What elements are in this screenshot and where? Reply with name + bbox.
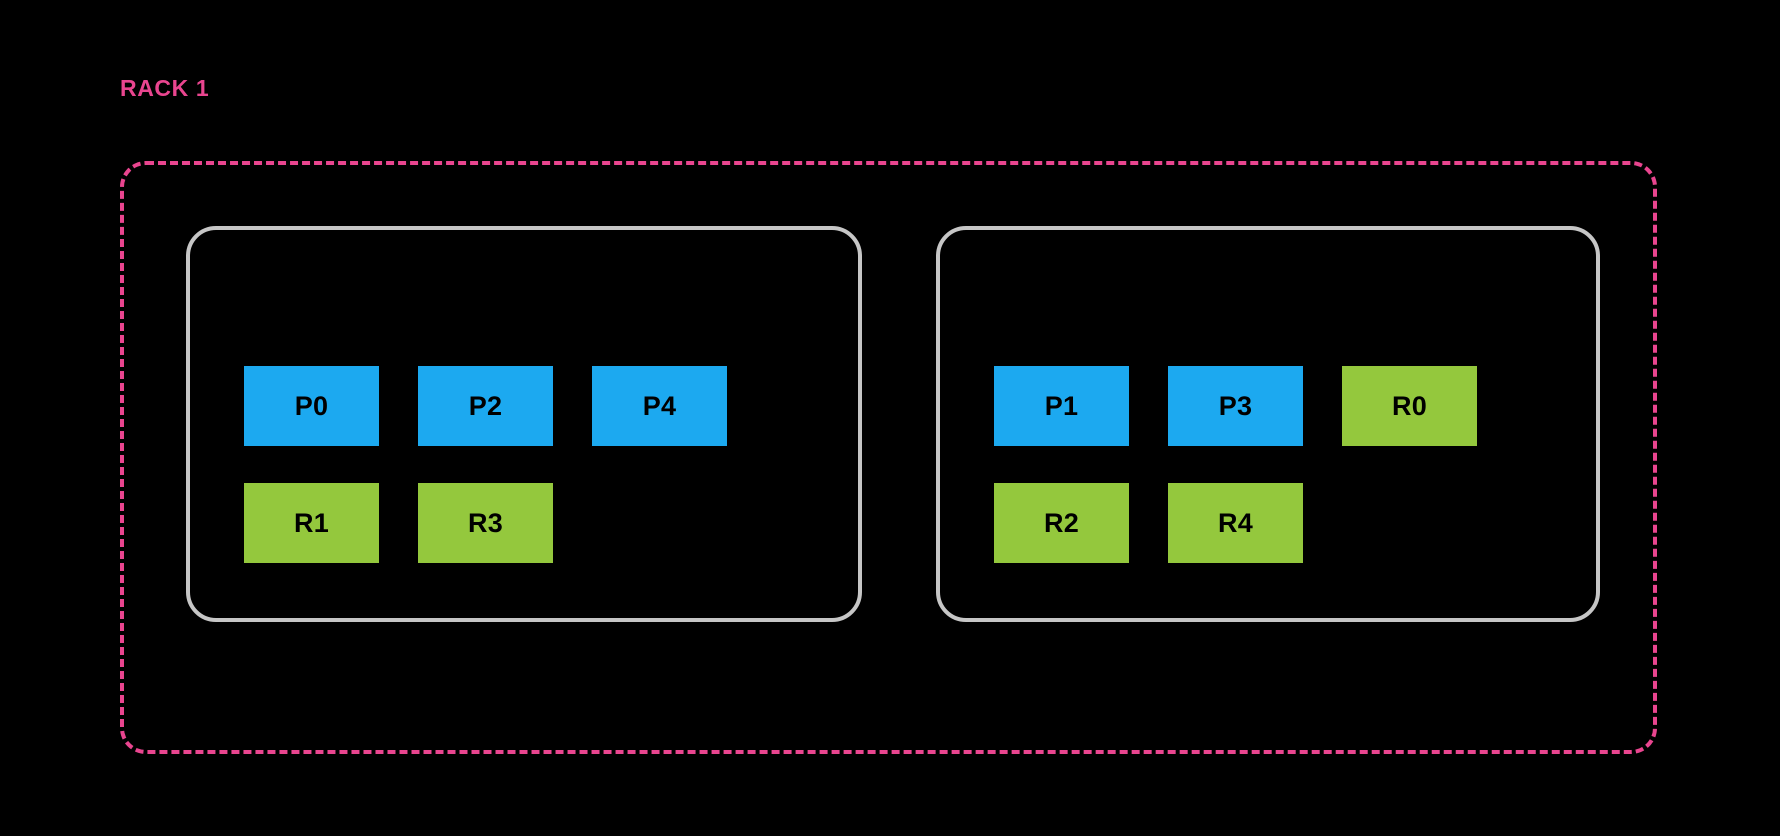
partition-row: R2 R4 — [994, 483, 1477, 563]
node-panel-1: P1 P3 R0 R2 R4 — [936, 226, 1600, 622]
partition-box-r1[interactable]: R1 — [244, 483, 379, 563]
partition-box-r3[interactable]: R3 — [418, 483, 553, 563]
partition-grid-node-1: P1 P3 R0 R2 R4 — [994, 366, 1477, 563]
rack-label: RACK 1 — [120, 75, 210, 101]
partition-box-r2[interactable]: R2 — [994, 483, 1129, 563]
partition-row: R1 R3 — [244, 483, 727, 563]
partition-box-r0[interactable]: R0 — [1342, 366, 1477, 446]
partition-box-p2[interactable]: P2 — [418, 366, 553, 446]
partition-grid-node-0: P0 P2 P4 R1 R3 — [244, 366, 727, 563]
partition-box-p4[interactable]: P4 — [592, 366, 727, 446]
partition-box-p1[interactable]: P1 — [994, 366, 1129, 446]
node-panel-0: P0 P2 P4 R1 R3 — [186, 226, 862, 622]
partition-row: P0 P2 P4 — [244, 366, 727, 446]
rack-boundary — [120, 161, 1657, 754]
partition-box-p3[interactable]: P3 — [1168, 366, 1303, 446]
partition-row: P1 P3 R0 — [994, 366, 1477, 446]
partition-box-r4[interactable]: R4 — [1168, 483, 1303, 563]
partition-box-p0[interactable]: P0 — [244, 366, 379, 446]
